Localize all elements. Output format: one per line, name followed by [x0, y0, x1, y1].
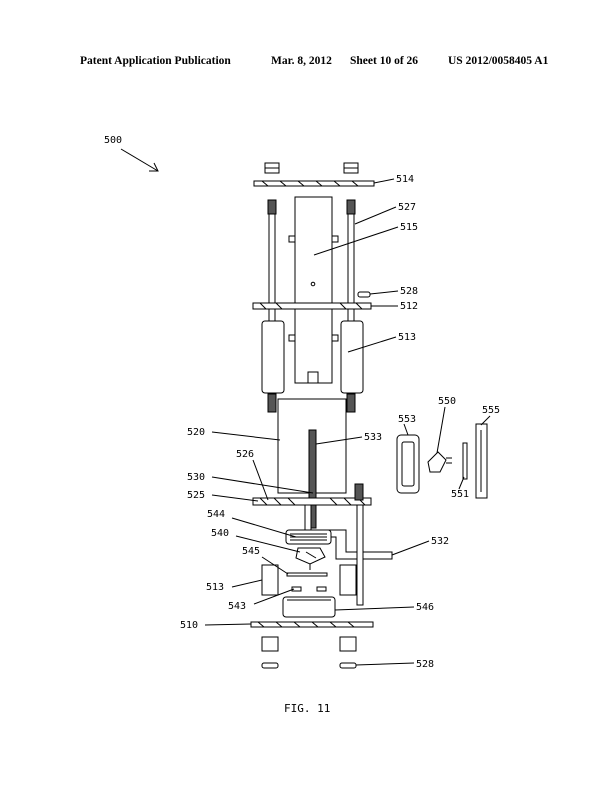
- label-533: 533: [364, 432, 382, 443]
- middle-cross-bar: [252, 302, 372, 310]
- publication-title: Patent Application Publication: [80, 55, 231, 67]
- label-510: 510: [180, 620, 198, 631]
- label-525: 525: [187, 490, 205, 501]
- patent-number: US 2012/0058405 A1: [448, 55, 549, 67]
- label-513-lower: 513: [206, 582, 224, 593]
- publication-date: Mar. 8, 2012: [271, 55, 332, 67]
- label-515: 515: [400, 222, 418, 233]
- base-plate: [252, 497, 372, 506]
- lower-block-right: [339, 564, 357, 596]
- label-551: 551: [451, 489, 469, 500]
- right-cylinder: [340, 308, 364, 413]
- short-rod-stub: [354, 483, 364, 501]
- label-512: 512: [400, 301, 418, 312]
- carrier-plate: [288, 196, 339, 384]
- lead-screw: [308, 429, 317, 529]
- foot-left: [261, 636, 279, 652]
- figure-caption: FIG. 11: [284, 702, 330, 715]
- panel-555: [475, 423, 488, 499]
- label-545: 545: [242, 546, 260, 557]
- foot-right: [339, 636, 357, 652]
- bottom-plate: [250, 621, 374, 628]
- bottom-pin-right: [339, 662, 357, 669]
- pin-strip-551: [462, 442, 468, 480]
- connector-550: [427, 451, 452, 473]
- label-544: 544: [207, 509, 225, 520]
- pin-top: [357, 291, 371, 298]
- label-550: 550: [438, 396, 456, 407]
- label-532: 532: [431, 536, 449, 547]
- small-part-a: [291, 586, 302, 592]
- label-500: 500: [104, 135, 122, 146]
- label-540: 540: [211, 528, 229, 539]
- label-546: 546: [416, 602, 434, 613]
- gear-assembly: [285, 529, 332, 545]
- cover-553: [396, 434, 420, 494]
- motor: [295, 547, 326, 570]
- label-553: 553: [398, 414, 416, 425]
- label-513-upper: 513: [398, 332, 416, 343]
- reference-500: 500: [104, 135, 159, 172]
- label-526: 526: [236, 449, 254, 460]
- small-part-b: [316, 586, 327, 592]
- label-528-top: 528: [400, 286, 418, 297]
- page-header: Patent Application Publication Mar. 8, 2…: [0, 55, 614, 71]
- label-555: 555: [482, 405, 500, 416]
- top-nut-left: [264, 162, 280, 174]
- sensor-strip: [286, 572, 328, 577]
- label-543: 543: [228, 601, 246, 612]
- lower-block-left: [261, 564, 279, 596]
- bottom-pin-left: [261, 662, 279, 669]
- label-520: 520: [187, 427, 205, 438]
- label-528-bottom: 528: [416, 659, 434, 670]
- label-530: 530: [187, 472, 205, 483]
- top-nut-right: [343, 162, 359, 174]
- label-527: 527: [398, 202, 416, 213]
- sheet-number: Sheet 10 of 26: [350, 55, 419, 67]
- left-cylinder: [261, 308, 285, 413]
- top-plate: [253, 180, 375, 187]
- label-514: 514: [396, 174, 414, 185]
- tray: [282, 596, 336, 618]
